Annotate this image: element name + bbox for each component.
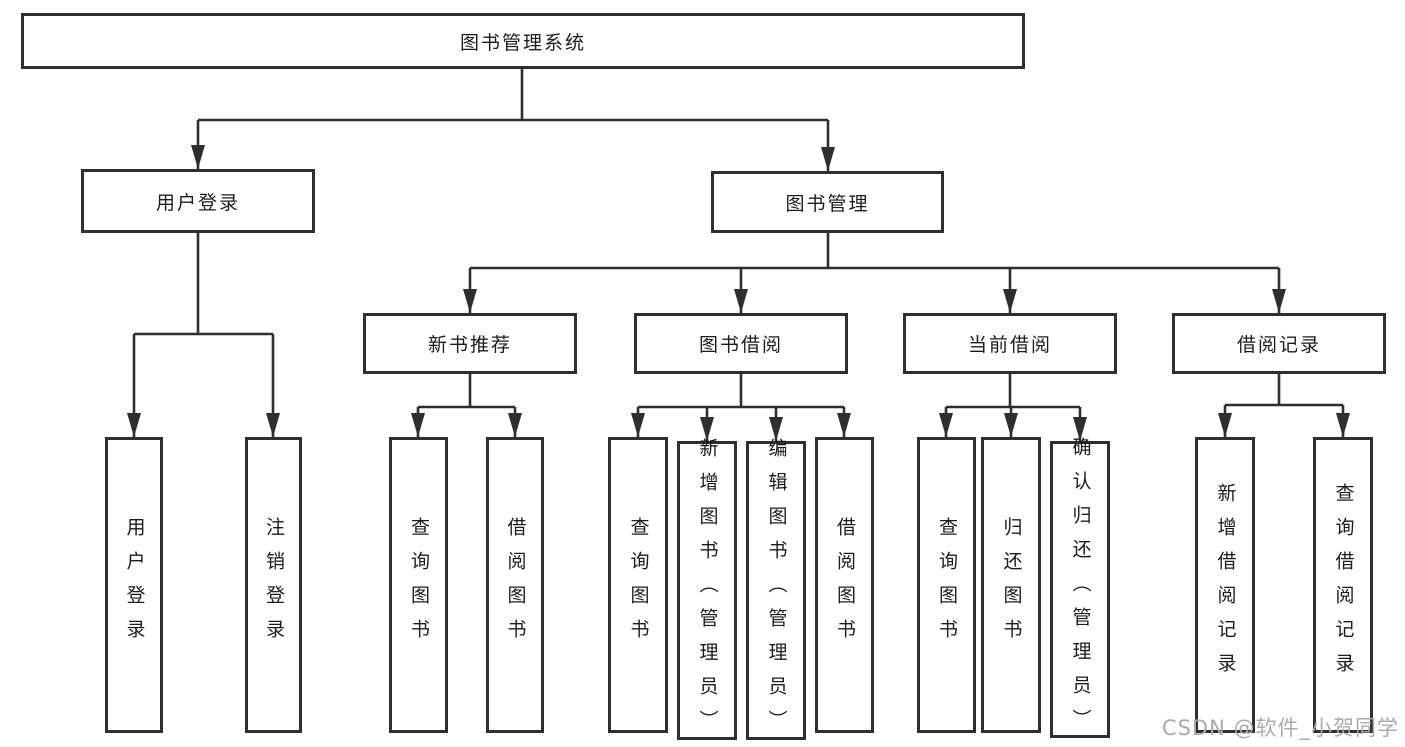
csdn-watermark: CSDN @软件_小贺同学 <box>1161 716 1399 740</box>
node-new-book-recommend: 新书推荐 <box>363 313 577 374</box>
node-library-system: 图书管理系统 <box>21 13 1025 69</box>
leaf-edit-books-admin: 编辑图书（管理员） <box>746 438 806 744</box>
node-label: 查询图书 <box>936 517 958 653</box>
leaf-add-borrow-record: 新增借阅记录 <box>1195 437 1255 733</box>
leaf-add-books-admin: 新增图书（管理员） <box>677 438 737 744</box>
node-label: 归还图书 <box>1000 517 1023 653</box>
node-label: 图书管理系统 <box>459 31 586 54</box>
node-label: 当前借阅 <box>967 334 1052 356</box>
node-label: 借阅图书 <box>834 517 856 653</box>
node-label: 查询图书 <box>627 517 650 653</box>
node-label: 编辑图书（管理员） <box>765 437 788 744</box>
leaf-query-borrow-record: 查询借阅记录 <box>1313 437 1373 733</box>
node-label: 新增图书（管理员） <box>696 437 719 744</box>
node-label: 新增借阅记录 <box>1214 483 1237 687</box>
leaf-user-login: 用户登录 <box>105 437 163 733</box>
leaf-return-books: 归还图书 <box>981 437 1041 733</box>
leaf-logout: 注销登录 <box>245 437 302 733</box>
node-label: 用户登录 <box>155 191 240 214</box>
leaf-confirm-return-admin: 确认归还（管理员） <box>1050 437 1110 743</box>
leaf-borrow-books: 借阅图书 <box>815 437 874 733</box>
leaf-query-books-recommend: 查询图书 <box>389 437 448 733</box>
leaf-query-books-borrowing: 查询图书 <box>608 437 668 733</box>
leaf-query-books-current: 查询图书 <box>917 437 976 733</box>
leaf-borrow-books-recommend: 借阅图书 <box>486 437 544 733</box>
node-book-borrowing: 图书借阅 <box>634 313 848 374</box>
node-book-management: 图书管理 <box>711 171 944 233</box>
node-label: 查询借阅记录 <box>1332 483 1355 687</box>
node-label: 图书借阅 <box>698 334 783 356</box>
node-label: 新书推荐 <box>427 334 512 356</box>
node-label: 图书管理 <box>785 192 870 215</box>
node-current-borrowing: 当前借阅 <box>903 313 1117 374</box>
node-user-login: 用户登录 <box>81 169 315 233</box>
node-label: 确认归还（管理员） <box>1069 436 1092 743</box>
node-label: 借阅图书 <box>504 517 527 653</box>
node-label: 注销登录 <box>263 517 285 653</box>
node-label: 用户登录 <box>123 517 146 653</box>
node-label: 查询图书 <box>408 517 430 653</box>
node-borrow-records: 借阅记录 <box>1172 313 1386 374</box>
node-label: 借阅记录 <box>1236 334 1321 356</box>
